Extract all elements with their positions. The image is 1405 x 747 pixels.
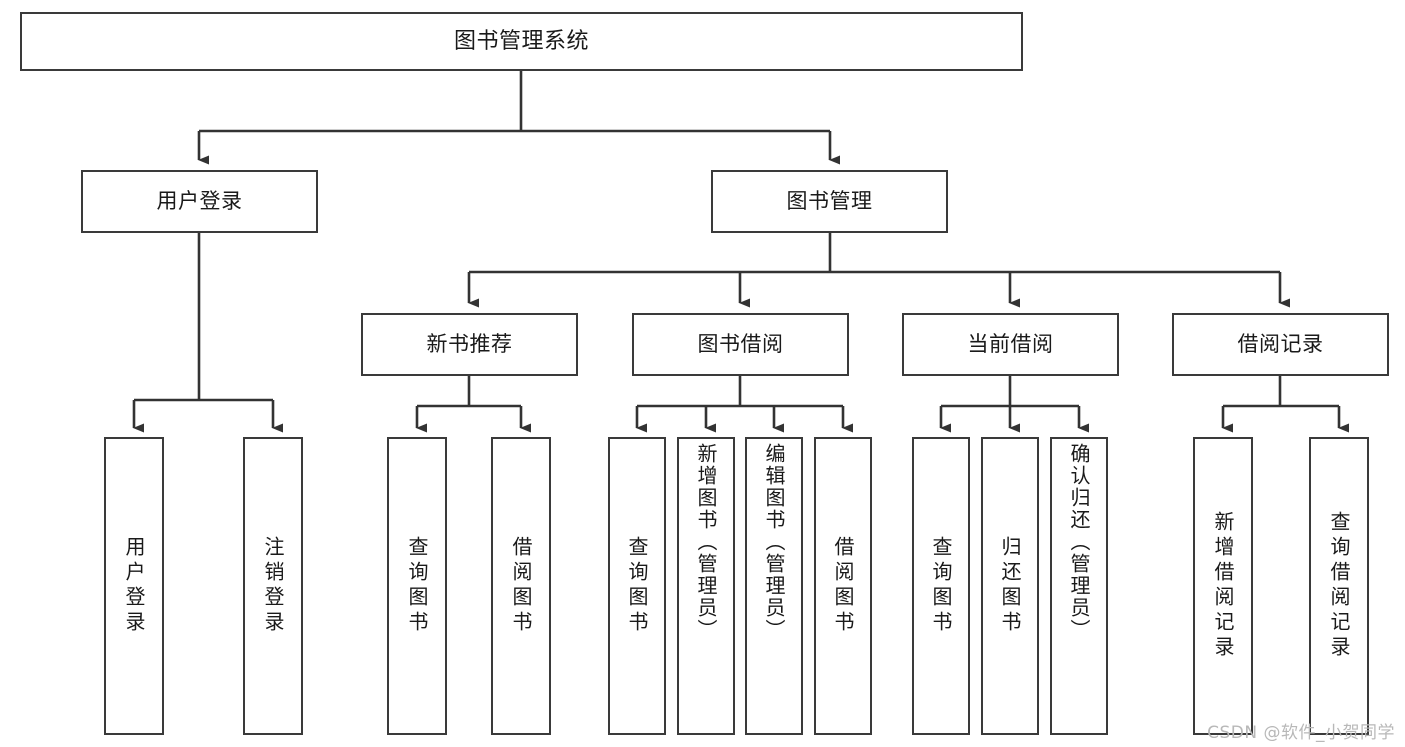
leaf-label: 查询图书 <box>625 536 649 636</box>
node-new-book-recommend[interactable]: 新书推荐 <box>361 313 578 376</box>
node-borrow-record[interactable]: 借阅记录 <box>1172 313 1389 376</box>
node-book-manage[interactable]: 图书管理 <box>711 170 948 233</box>
leaf-current-borrow-confirm-return[interactable]: 确认归还（管理员） <box>1050 437 1108 735</box>
watermark: CSDN @软件_小贺同学 <box>1207 723 1395 743</box>
node-borrow-record-label: 借阅记录 <box>1237 332 1324 357</box>
leaf-label: 归还图书 <box>998 536 1022 636</box>
node-book-manage-label: 图书管理 <box>786 189 873 214</box>
leaf-label: 借阅图书 <box>831 536 855 636</box>
leaf-label: 查询借阅记录 <box>1327 511 1351 661</box>
leaf-label: 确认归还（管理员） <box>1067 443 1091 641</box>
leaf-new-book-borrow[interactable]: 借阅图书 <box>491 437 551 735</box>
leaf-label: 编辑图书（管理员） <box>762 443 786 641</box>
node-current-borrow[interactable]: 当前借阅 <box>902 313 1119 376</box>
leaf-user-login-logout[interactable]: 注销登录 <box>243 437 303 735</box>
node-book-borrow-label: 图书借阅 <box>697 332 784 357</box>
leaf-current-borrow-return[interactable]: 归还图书 <box>981 437 1039 735</box>
leaf-user-login-login[interactable]: 用户登录 <box>104 437 164 735</box>
node-user-login-label: 用户登录 <box>156 189 243 214</box>
node-user-login[interactable]: 用户登录 <box>81 170 318 233</box>
leaf-label: 查询图书 <box>929 536 953 636</box>
leaf-current-borrow-query[interactable]: 查询图书 <box>912 437 970 735</box>
node-root-label: 图书管理系统 <box>453 28 589 54</box>
leaf-label: 用户登录 <box>122 536 146 636</box>
leaf-label: 注销登录 <box>261 536 285 636</box>
leaf-book-borrow-add[interactable]: 新增图书（管理员） <box>677 437 735 735</box>
leaf-label: 新增借阅记录 <box>1211 511 1235 661</box>
node-root[interactable]: 图书管理系统 <box>20 12 1023 71</box>
node-new-book-recommend-label: 新书推荐 <box>426 332 513 357</box>
leaf-label: 借阅图书 <box>509 536 533 636</box>
leaf-book-borrow-query[interactable]: 查询图书 <box>608 437 666 735</box>
leaf-borrow-record-add[interactable]: 新增借阅记录 <box>1193 437 1253 735</box>
leaf-book-borrow-edit[interactable]: 编辑图书（管理员） <box>745 437 803 735</box>
leaf-new-book-query[interactable]: 查询图书 <box>387 437 447 735</box>
leaf-book-borrow-borrow[interactable]: 借阅图书 <box>814 437 872 735</box>
leaf-label: 新增图书（管理员） <box>694 443 718 641</box>
node-current-borrow-label: 当前借阅 <box>967 332 1054 357</box>
leaf-label: 查询图书 <box>405 536 429 636</box>
leaf-borrow-record-query[interactable]: 查询借阅记录 <box>1309 437 1369 735</box>
node-book-borrow[interactable]: 图书借阅 <box>632 313 849 376</box>
